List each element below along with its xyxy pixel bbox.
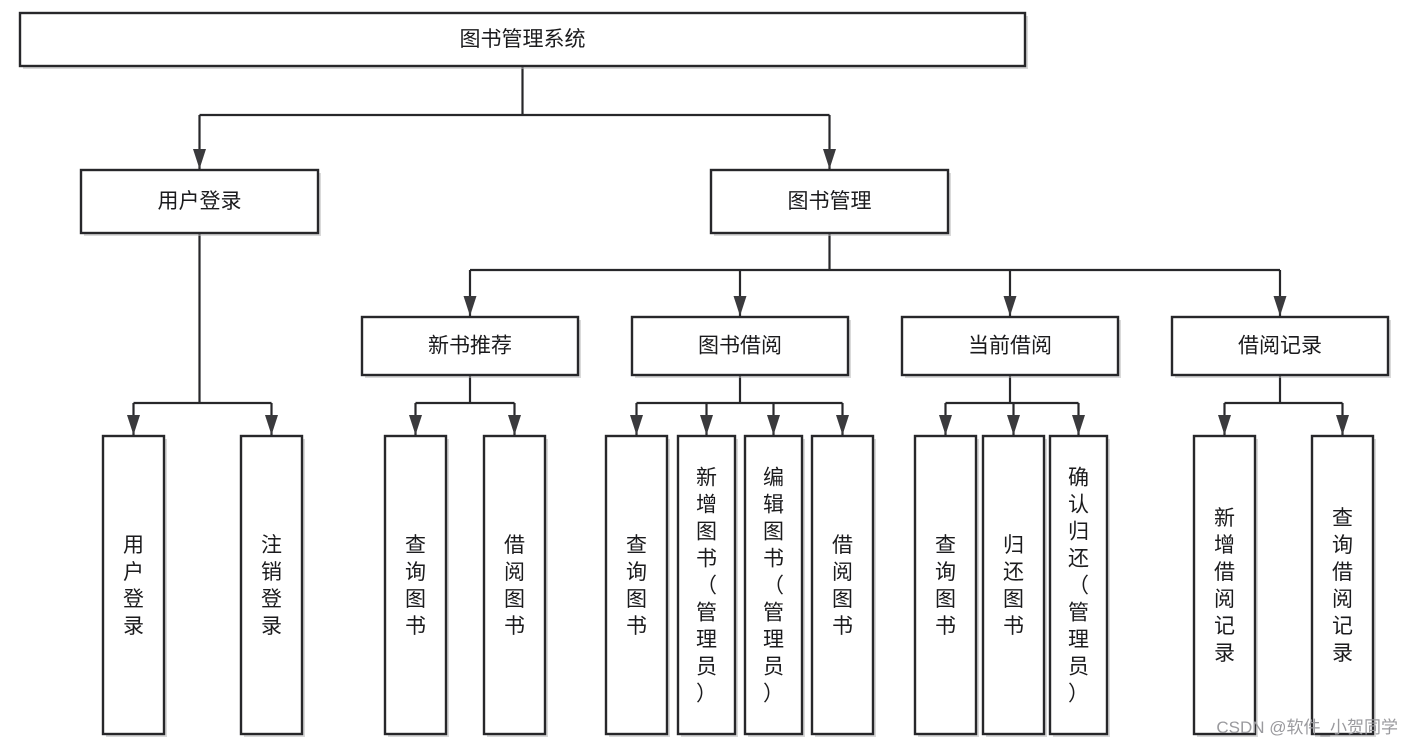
node-label: 查询图书	[405, 534, 426, 638]
node-box[interactable]	[18, 11, 1027, 68]
node-label: 图书管理系统	[460, 28, 586, 51]
node-label: 注销登录	[261, 534, 282, 638]
node-label: 新书推荐	[428, 335, 512, 358]
node-leaf-query-book-cb[interactable]: 查询图书	[913, 434, 979, 737]
node-new-book-rec[interactable]: 新书推荐	[360, 315, 581, 378]
node-leaf-add-borrow-record[interactable]: 新增借阅记录	[1192, 434, 1258, 737]
node-leaf-edit-book-admin[interactable]: 编辑图书（管理员）	[743, 434, 805, 737]
arrow-head-icon	[939, 415, 952, 435]
node-leaf-query-borrow-record[interactable]: 查询借阅记录	[1310, 434, 1376, 737]
csdn-watermark: CSDN @软件_小贺同学	[1216, 718, 1398, 737]
node-box[interactable]	[383, 434, 448, 736]
arrow-head-icon	[1273, 296, 1287, 316]
node-box[interactable]	[1310, 434, 1375, 736]
node-label: 用户登录	[158, 190, 242, 213]
node-box[interactable]	[1170, 315, 1390, 377]
arrow-head-icon	[193, 149, 206, 169]
node-leaf-return-book[interactable]: 归还图书	[981, 434, 1047, 737]
arrow-head-icon	[836, 415, 849, 435]
node-leaf-add-book-admin[interactable]: 新增图书（管理员）	[676, 434, 738, 737]
node-user-login[interactable]: 用户登录	[79, 168, 321, 236]
arrow-head-icon	[767, 415, 780, 435]
node-leaf-query-book-bb[interactable]: 查询图书	[604, 434, 670, 737]
node-box[interactable]	[239, 434, 304, 736]
arrow-head-icon	[265, 415, 278, 435]
node-box[interactable]	[810, 434, 875, 736]
node-box[interactable]	[482, 434, 547, 736]
node-label: 新增图书（管理员）	[696, 467, 717, 706]
node-leaf-user-login[interactable]: 用户登录	[101, 434, 167, 737]
arrow-head-icon	[1336, 415, 1349, 435]
arrow-head-icon	[463, 296, 477, 316]
node-box[interactable]	[913, 434, 978, 736]
node-label: 新增借阅记录	[1214, 507, 1235, 665]
arrow-head-icon	[409, 415, 422, 435]
node-box[interactable]	[981, 434, 1046, 736]
arrow-head-icon	[823, 149, 836, 169]
arrow-head-icon	[1218, 415, 1231, 435]
node-book-manage[interactable]: 图书管理	[709, 168, 951, 236]
arrow-head-icon	[127, 415, 140, 435]
node-box[interactable]	[604, 434, 669, 736]
node-label: 编辑图书（管理员）	[763, 467, 784, 706]
node-layer: 图书管理系统用户登录图书管理新书推荐图书借阅当前借阅借阅记录用户登录注销登录查询…	[18, 11, 1391, 737]
node-label: 用户登录	[123, 534, 144, 638]
node-label: 查询图书	[626, 534, 647, 638]
node-label: 当前借阅	[968, 335, 1052, 358]
node-label: 归还图书	[1003, 534, 1024, 638]
node-leaf-confirm-return-admin[interactable]: 确认归还（管理员）	[1048, 434, 1110, 737]
node-label: 借阅图书	[504, 534, 525, 638]
node-box[interactable]	[630, 315, 850, 377]
node-box[interactable]	[676, 434, 737, 736]
node-box[interactable]	[101, 434, 166, 736]
node-label: 借阅记录	[1238, 335, 1322, 358]
node-box[interactable]	[1192, 434, 1257, 736]
node-book-borrow[interactable]: 图书借阅	[630, 315, 851, 378]
arrow-head-icon	[733, 296, 747, 316]
arrow-head-icon	[630, 415, 643, 435]
node-borrow-record[interactable]: 借阅记录	[1170, 315, 1391, 378]
arrow-head-icon	[1072, 415, 1085, 435]
node-label: 确认归还（管理员）	[1068, 467, 1089, 706]
node-label: 图书管理	[788, 190, 872, 213]
node-leaf-query-book-rec[interactable]: 查询图书	[383, 434, 449, 737]
node-box[interactable]	[709, 168, 950, 235]
node-label: 查询图书	[935, 534, 956, 638]
arrow-head-icon	[508, 415, 521, 435]
node-leaf-borrow-book-rec[interactable]: 借阅图书	[482, 434, 548, 737]
node-leaf-borrow-book-bb[interactable]: 借阅图书	[810, 434, 876, 737]
node-label: 图书借阅	[698, 335, 782, 358]
node-box[interactable]	[79, 168, 320, 235]
node-leaf-user-logout[interactable]: 注销登录	[239, 434, 305, 737]
arrow-head-icon	[1003, 296, 1017, 316]
node-current-borrow[interactable]: 当前借阅	[900, 315, 1121, 378]
arrow-head-icon	[1007, 415, 1020, 435]
connector-layer	[127, 66, 1349, 435]
node-box[interactable]	[743, 434, 804, 736]
node-box[interactable]	[900, 315, 1120, 377]
arrow-head-icon	[700, 415, 713, 435]
node-label: 借阅图书	[832, 534, 853, 638]
node-label: 查询借阅记录	[1332, 507, 1353, 665]
node-box[interactable]	[1048, 434, 1109, 736]
node-root[interactable]: 图书管理系统	[18, 11, 1028, 69]
node-box[interactable]	[360, 315, 580, 377]
